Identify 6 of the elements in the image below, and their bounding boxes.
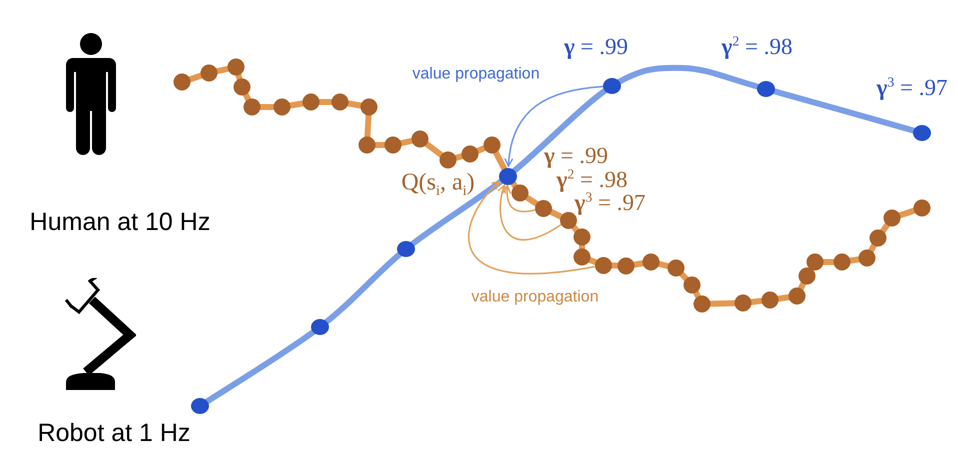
agent-label: Human at 10 Hz [30,208,210,236]
trajectory-point [191,398,209,414]
discount-factor-label: γ = .99 [564,34,628,60]
agent-label: Robot at 1 Hz [38,420,190,446]
discount-factor-label: γ$^{2}$ = .98 [722,34,792,60]
trajectory-point [311,319,329,335]
